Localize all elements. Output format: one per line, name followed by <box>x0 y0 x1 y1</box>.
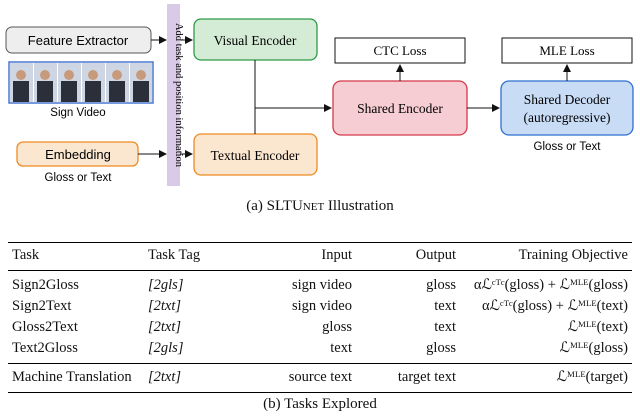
row-input: source text <box>288 369 352 385</box>
row-output: text <box>434 319 456 335</box>
row-task: Text2Gloss <box>12 340 78 356</box>
tasks-table: Task Task Tag Input Output Training Obje… <box>8 242 632 393</box>
row-objective: αℒᶜᵀᶜ(gloss) + ℒᴹᴸᴱ(text) <box>481 298 628 314</box>
visual-encoder-box: Visual Encoder <box>193 18 318 61</box>
table-header-row: Task Task Tag Input Output Training Obje… <box>8 242 632 271</box>
gloss-or-text-left-label: Gloss or Text <box>45 172 113 184</box>
video-frame-5 <box>106 63 129 102</box>
row-objective: ℒᴹᴸᴱ(target) <box>556 369 628 385</box>
task-position-bar-label: Add task and position information <box>173 23 184 168</box>
visual-encoder-label: Visual Encoder <box>214 33 297 48</box>
row-objective: ℒᴹᴸᴱ(text) <box>567 319 628 335</box>
row-tag: [2gls] <box>148 277 184 293</box>
shared-decoder-label-line2: (autoregressive) <box>524 110 611 125</box>
feature-extractor-box: Feature Extractor <box>5 26 152 54</box>
mle-loss-label: MLE Loss <box>539 43 594 58</box>
row-input: gloss <box>322 319 352 335</box>
textual-encoder-label: Textual Encoder <box>211 148 300 163</box>
shared-encoder-label: Shared Encoder <box>357 101 443 116</box>
video-frame-4 <box>82 63 105 102</box>
row-output: text <box>434 298 456 314</box>
mle-loss-box: MLE Loss <box>501 37 633 64</box>
row-input: sign video <box>291 277 352 293</box>
table-row-machine-translation: Machine Translation [2txt] source text t… <box>8 363 632 393</box>
feature-extractor-label: Feature Extractor <box>28 33 129 48</box>
header-task: Task <box>12 247 40 263</box>
textual-encoder-box: Textual Encoder <box>193 133 318 176</box>
row-tag: [2txt] <box>148 298 182 314</box>
row-tag: [2txt] <box>148 369 182 385</box>
header-tag: Task Tag <box>148 247 201 263</box>
video-frame-3 <box>58 63 81 102</box>
row-output: gloss <box>426 340 456 356</box>
table-row: Text2Gloss [2gls] text gloss ℒᴹᴸᴱ(gloss) <box>8 338 632 364</box>
header-input: Input <box>321 247 352 263</box>
embedding-box: Embedding <box>16 141 139 167</box>
sign-video-frames <box>8 61 154 104</box>
row-input: text <box>330 340 352 356</box>
table-row: Sign2Gloss [2gls] sign video gloss αℒᶜᵀᶜ… <box>8 271 632 297</box>
sltunet-diagram: Feature Extractor Sign Video <box>5 4 634 186</box>
shared-decoder-box: Shared Decoder (autoregressive) <box>500 80 634 136</box>
row-task: Machine Translation <box>12 369 132 385</box>
shared-encoder-box: Shared Encoder <box>332 80 468 136</box>
embedding-label: Embedding <box>45 147 111 162</box>
row-task: Sign2Text <box>12 298 72 314</box>
row-task: Gloss2Text <box>12 319 78 335</box>
video-frame-1 <box>10 63 33 102</box>
row-output: target text <box>397 369 456 385</box>
ctc-loss-box: CTC Loss <box>334 37 466 64</box>
row-output: gloss <box>426 277 456 293</box>
row-objective: ℒᴹᴸᴱ(gloss) <box>559 340 629 356</box>
video-frame-6 <box>130 63 152 102</box>
row-tag: [2txt] <box>148 319 182 335</box>
caption-b: (b) Tasks Explored <box>263 396 377 412</box>
table-row: Gloss2Text [2txt] gloss text ℒᴹᴸᴱ(text) <box>8 317 632 338</box>
caption-a: (a) SLTUnet Illustration <box>246 198 394 214</box>
table-row: Sign2Text [2txt] sign video text αℒᶜᵀᶜ(g… <box>8 296 632 317</box>
row-objective: αℒᶜᵀᶜ(gloss) + ℒᴹᴸᴱ(gloss) <box>473 277 628 293</box>
header-objective: Training Objective <box>518 247 628 263</box>
shared-decoder-label-line1: Shared Decoder <box>524 92 611 107</box>
row-tag: [2gls] <box>148 340 184 356</box>
row-input: sign video <box>291 298 352 314</box>
sign-video-label: Sign Video <box>50 107 105 119</box>
video-frame-2 <box>34 63 57 102</box>
gloss-or-text-right-label: Gloss or Text <box>534 141 602 153</box>
header-output: Output <box>415 247 456 263</box>
row-task: Sign2Gloss <box>12 277 79 293</box>
ctc-loss-label: CTC Loss <box>373 43 426 58</box>
task-position-bar: Add task and position information <box>167 4 184 186</box>
